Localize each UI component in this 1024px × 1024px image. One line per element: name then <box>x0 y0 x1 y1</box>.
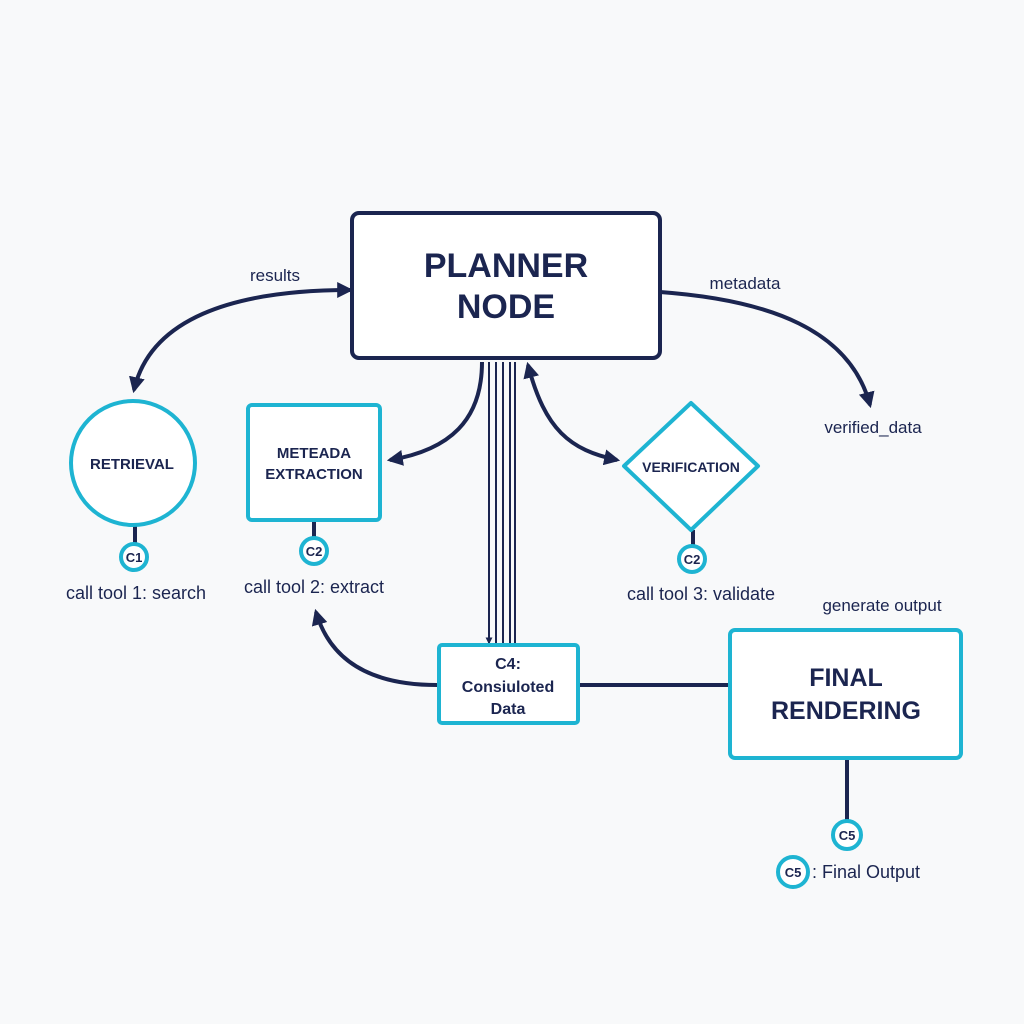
edge-planner-extraction <box>386 361 484 466</box>
consolidated-data-node: C4: Consiuloted Data <box>437 643 580 725</box>
svg-text:C2: C2 <box>306 544 323 559</box>
caption-retrieval: call tool 1: search <box>66 583 206 603</box>
edge-planner-verification <box>523 361 621 466</box>
svg-text:C1: C1 <box>126 550 143 565</box>
caption-verification: call tool 3: validate <box>627 584 775 604</box>
edge-label-generate-output: generate output <box>822 596 941 615</box>
consolidated-label-line2: Consiuloted <box>462 679 554 696</box>
edge-label-metadata: metadata <box>710 274 781 293</box>
metadata-extraction-node: METEADA EXTRACTION <box>246 403 382 522</box>
retrieval-label: RETRIEVAL <box>90 456 174 473</box>
final-label-line2: RENDERING <box>771 697 921 725</box>
badge-c5-final: C5 <box>831 819 863 851</box>
caption-final-output: : Final Output <box>812 862 920 882</box>
extraction-label-line2: EXTRACTION <box>265 466 363 483</box>
retrieval-node: RETRIEVAL <box>69 399 197 527</box>
planner-node: PLANNER NODE <box>350 211 662 360</box>
planner-title-line2: NODE <box>457 288 555 326</box>
verification-label: VERIFICATION <box>642 459 740 475</box>
edge-planner-verified-data <box>659 290 875 409</box>
badge-c1: C1 <box>119 542 149 572</box>
consolidated-label-line1: C4: <box>495 656 521 673</box>
edge-planner-consolidated-bundle <box>485 362 516 645</box>
edge-label-verified-data: verified_data <box>824 418 922 437</box>
badge-c2-verification: C2 <box>677 544 707 574</box>
svg-text:C5: C5 <box>785 865 802 880</box>
caption-extraction: call tool 2: extract <box>244 577 384 597</box>
consolidated-label-line3: Data <box>491 701 526 718</box>
final-rendering-node: FINAL RENDERING <box>728 628 963 760</box>
edge-consolidated-extraction <box>311 608 438 687</box>
final-label-line1: FINAL <box>809 664 883 692</box>
extraction-label-line1: METEADA <box>277 445 351 462</box>
badge-c2-extraction: C2 <box>299 536 329 566</box>
edge-label-results: results <box>250 266 300 285</box>
edge-planner-retrieval <box>129 282 354 394</box>
svg-text:C2: C2 <box>684 552 701 567</box>
planner-title-line1: PLANNER <box>424 247 588 285</box>
badge-c5-output: C5 <box>776 855 810 889</box>
svg-text:C5: C5 <box>839 828 856 843</box>
verification-node: VERIFICATION <box>622 401 760 532</box>
